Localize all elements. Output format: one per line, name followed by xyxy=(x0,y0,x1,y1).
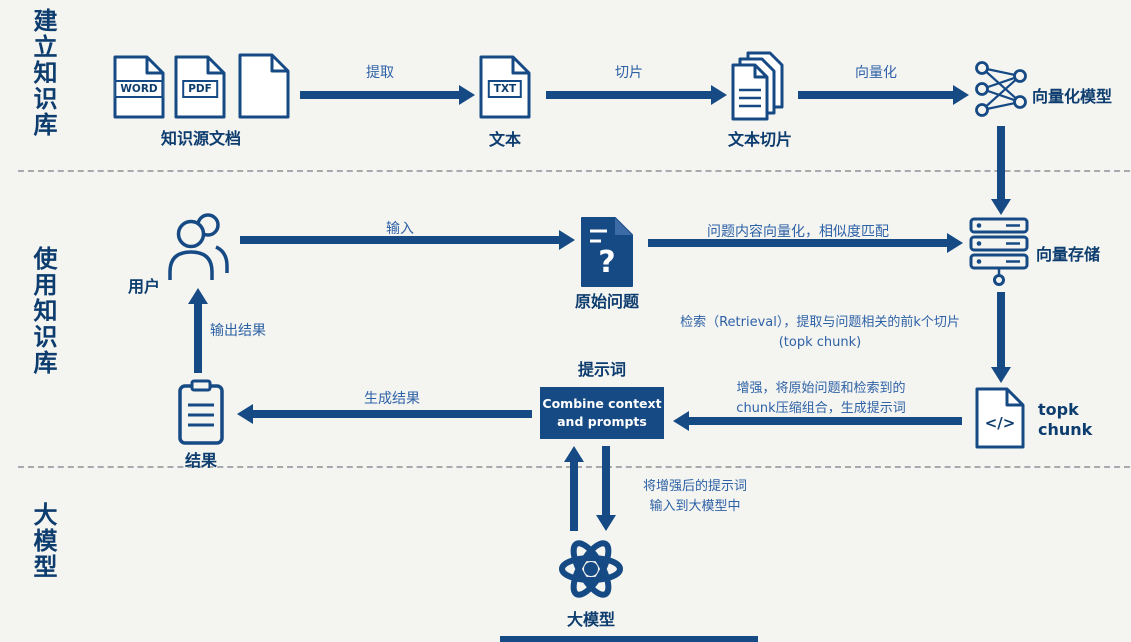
text-label: 文本 xyxy=(488,130,521,149)
prompt-down-arrow xyxy=(602,446,610,516)
storage-to-topk-arrow xyxy=(997,292,1005,368)
word-badge: WORD xyxy=(114,80,164,98)
augment-note: 增强，将原始问题和检索到的 chunk压缩组合，生成提示词 xyxy=(736,381,906,416)
slice-arrow-label: 切片 xyxy=(615,65,643,81)
question-document-icon: ? xyxy=(579,215,635,289)
txt-badge: TXT xyxy=(487,80,523,98)
storage-label: 向量存储 xyxy=(1036,245,1101,264)
txt-document-icon: TXT xyxy=(478,54,532,120)
word-document-icon: WORD xyxy=(112,54,166,120)
prompt-up-arrow xyxy=(570,461,578,531)
text-chunks-icon xyxy=(730,50,788,124)
section-label-use: 使用知识库 xyxy=(29,246,57,376)
augment-arrow xyxy=(688,417,962,425)
vectorize-arrow-label: 向量化 xyxy=(855,65,897,81)
model-to-storage-arrow xyxy=(997,126,1005,200)
generate-arrow xyxy=(252,410,532,418)
generate-arrow-label: 生成结果 xyxy=(364,391,420,407)
bottom-bar xyxy=(500,636,758,642)
question-mark-glyph: ? xyxy=(598,245,616,280)
result-label: 结果 xyxy=(184,451,217,470)
prompt-label: 提示词 xyxy=(577,360,626,379)
chunks-label: 文本切片 xyxy=(727,130,792,149)
combine-context-box: Combine context and prompts xyxy=(540,387,664,439)
source-docs-label: 知识源文档 xyxy=(160,129,241,148)
blank-document-icon xyxy=(237,52,291,120)
input-arrow xyxy=(240,236,560,244)
topk-label: topk chunk xyxy=(1038,400,1093,439)
vector-model-label: 向量化模型 xyxy=(1032,87,1113,106)
match-arrow xyxy=(648,239,948,247)
section-label-model: 大模型 xyxy=(29,502,57,580)
llm-label: 大模型 xyxy=(566,610,615,629)
pdf-document-icon: PDF xyxy=(173,54,227,120)
result-clipboard-icon xyxy=(176,379,226,447)
output-arrow-label: 输出结果 xyxy=(210,323,266,339)
divider-build-use xyxy=(18,170,1130,172)
retrieval-note: 检索（Retrieval），提取与问题相关的前k个切片 (topk chunk) xyxy=(680,315,960,350)
user-label: 用户 xyxy=(127,277,160,296)
feed-note: 将增强后的提示词 输入到大模型中 xyxy=(642,479,747,514)
user-icon xyxy=(164,208,232,284)
slice-arrow xyxy=(546,91,712,99)
output-arrow xyxy=(194,303,202,373)
pdf-badge: PDF xyxy=(182,80,218,98)
topk-chunk-icon: </> xyxy=(974,386,1026,450)
vectorize-arrow xyxy=(798,91,954,99)
code-glyph: </> xyxy=(984,414,1016,432)
vector-model-icon xyxy=(972,56,1032,120)
question-label: 原始问题 xyxy=(574,292,639,311)
section-label-build: 建立知识库 xyxy=(29,8,57,138)
extract-arrow-label: 提取 xyxy=(366,65,394,81)
extract-arrow xyxy=(300,91,460,99)
match-arrow-label: 问题内容向量化，相似度匹配 xyxy=(707,224,889,240)
vector-storage-icon xyxy=(966,216,1032,288)
input-arrow-label: 输入 xyxy=(386,221,414,237)
llm-atom-icon xyxy=(556,532,626,606)
